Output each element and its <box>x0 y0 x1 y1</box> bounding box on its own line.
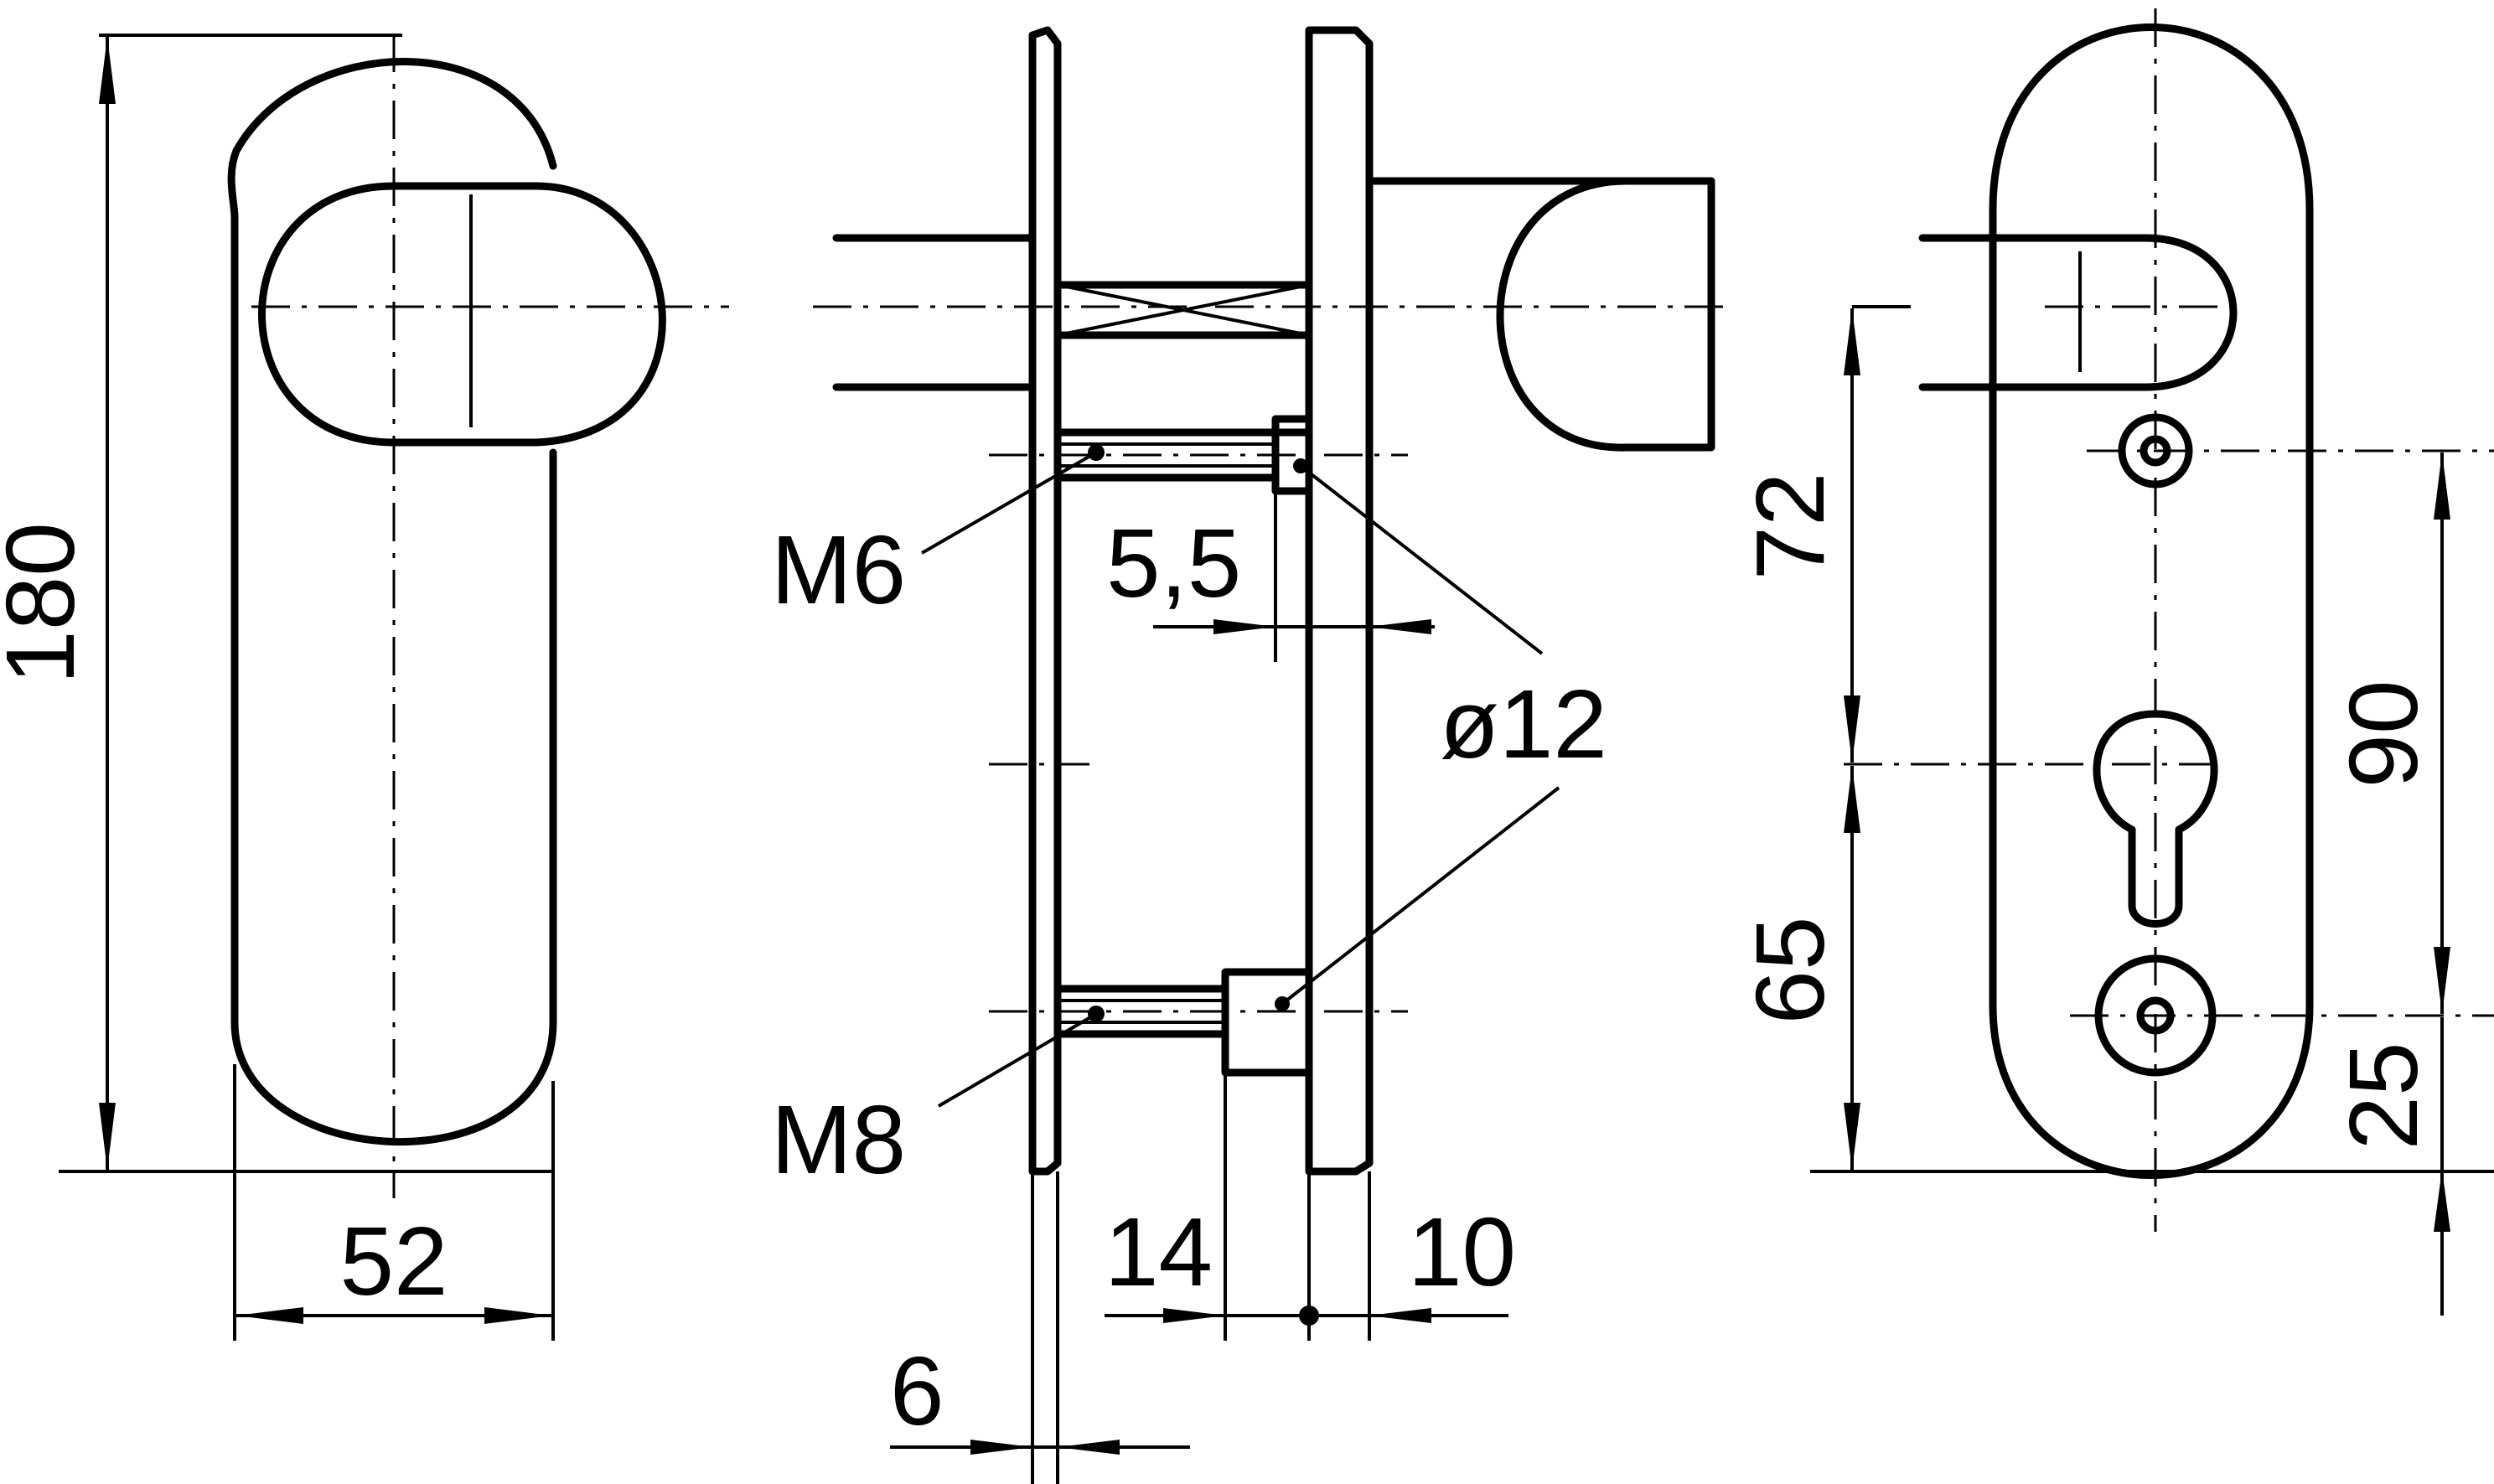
arrow-90-top <box>2434 452 2450 520</box>
label-10: 10 <box>1408 1197 1516 1306</box>
label-180: 180 <box>0 522 95 685</box>
arrow-55-left <box>1213 619 1275 634</box>
spindle-cross-2 <box>1057 283 1310 337</box>
arrow-52-right <box>484 1307 551 1324</box>
m6-leader <box>921 451 1097 555</box>
arrow-10-left <box>1369 1308 1431 1323</box>
right-knob-outline <box>1365 177 1715 452</box>
back-knob-outline <box>1918 234 2238 391</box>
arrow-14-right <box>1163 1308 1225 1323</box>
arrow-65-bottom <box>1844 1103 1860 1170</box>
side-view: M6 M8 5,5 ø12 14 10 6 <box>771 26 1735 1484</box>
back-view: 72 65 90 25 <box>1736 8 2494 1316</box>
label-52: 52 <box>339 1207 448 1316</box>
back-plate-outline <box>1989 23 2314 1179</box>
arrow-180-bottom <box>99 1103 116 1170</box>
right-plate-outline <box>1305 26 1374 1176</box>
arrow-25-bottom <box>2434 1170 2450 1232</box>
label-72: 72 <box>1736 472 1845 580</box>
label-55: 5,5 <box>1106 509 1241 618</box>
label-25: 25 <box>2329 1042 2438 1150</box>
front-knob-outline <box>258 182 666 447</box>
m8-screw-sleeve <box>1221 968 1313 1077</box>
arrow-52-left <box>236 1307 303 1324</box>
arrow-90-bottom <box>2434 947 2450 1014</box>
m8-leader <box>937 1012 1098 1108</box>
label-6: 6 <box>890 1337 944 1445</box>
label-m6: M6 <box>771 515 906 624</box>
front-plate-outline <box>227 58 557 1145</box>
label-65: 65 <box>1736 916 1845 1024</box>
d12-leader-lower <box>1281 786 1560 1006</box>
cylinder-keyhole <box>2093 710 2218 928</box>
arrow-6-left <box>970 1440 1032 1455</box>
label-90: 90 <box>2329 680 2438 788</box>
d12-leader-upper <box>1299 464 1544 655</box>
arrow-6-right <box>1058 1440 1120 1455</box>
left-plate-outline <box>1028 26 1062 1176</box>
label-d12: ø12 <box>1440 670 1607 778</box>
label-m8: M8 <box>771 1085 906 1194</box>
arrow-72-bottom <box>1844 695 1860 763</box>
arrow-72-top <box>1844 308 1860 375</box>
arrow-180-top <box>99 37 116 104</box>
arrow-55-right <box>1369 619 1431 634</box>
front-view: 180 52 <box>0 34 729 1341</box>
arrow-65-top <box>1844 766 1860 833</box>
dim-dot-14-10 <box>1299 1306 1319 1326</box>
label-14: 14 <box>1105 1197 1213 1306</box>
